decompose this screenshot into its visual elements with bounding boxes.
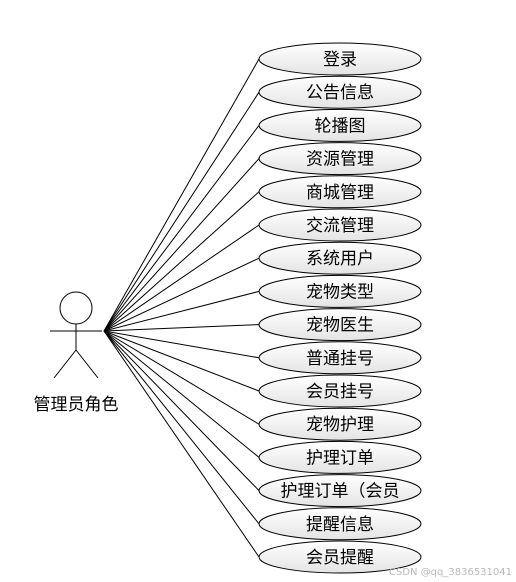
use-case-ellipse [258,407,422,441]
actor-left-leg [53,349,77,379]
use-case-ellipse [258,374,422,408]
association-line [103,330,260,425]
use-case: 资源管理 [258,142,422,176]
use-case: 宠物医生 [258,308,422,342]
use-case: 会员挂号 [258,374,422,408]
association-line [103,330,260,458]
use-case-label: 会员提醒 [306,548,374,568]
use-case-label: 登录 [323,50,357,70]
use-case: 轮播图 [258,108,422,142]
actor-figure: 管理员角色 [34,291,119,415]
use-case-ellipse [258,42,422,76]
use-case: 交流管理 [258,208,422,242]
association-line [103,330,260,525]
use-case-label: 交流管理 [306,216,374,236]
association-line [103,324,260,332]
use-case-ellipse [258,241,422,275]
association-line [103,330,260,491]
use-case-label: 资源管理 [306,150,374,170]
use-case: 宠物护理 [258,407,422,441]
use-case-label: 宠物医生 [306,316,374,336]
actor-right-leg [75,349,99,379]
use-case-label: 宠物类型 [306,282,374,302]
use-case-ellipse [258,75,422,109]
use-case-label: 护理订单 [306,448,374,468]
actor-label: 管理员角色 [34,395,119,415]
use-case: 商城管理 [258,175,422,209]
use-case: 宠物类型 [258,274,422,308]
use-case-label: 普通挂号 [306,349,374,369]
association-line [103,224,260,332]
actor-head [59,291,93,325]
association-line [103,330,260,392]
association-line [103,158,260,332]
watermark-text: CSDN @qq_3836531041 [388,567,512,578]
use-case-label: 轮播图 [315,116,366,136]
association-line [103,330,260,359]
use-case-label: 系统用户 [306,249,374,269]
association-line [103,91,260,332]
use-case-ellipse [258,175,422,209]
use-case-ellipse [258,440,422,474]
use-case-ellipse [258,308,422,342]
use-case: 提醒信息 [258,507,422,541]
use-case-ellipse [258,507,422,541]
use-case: 会员提醒 [258,540,422,574]
use-case: 护理订单 [258,440,422,474]
use-case-ellipse [258,474,422,508]
use-case-ellipse [258,274,422,308]
association-line [103,330,260,558]
use-case-ellipse [258,142,422,176]
use-case-ellipse [258,341,422,375]
association-lines [103,58,260,558]
use-case-ellipse [258,540,422,574]
association-line [103,125,260,332]
use-case-label: 商城管理 [306,183,374,203]
use-case-label: 公告信息 [306,83,374,103]
use-case-ellipse [258,208,422,242]
use-case-list: 登录公告信息轮播图资源管理商城管理交流管理系统用户宠物类型宠物医生普通挂号会员挂… [258,42,422,574]
use-case: 系统用户 [258,241,422,275]
use-case-ellipse [258,108,422,142]
association-line [103,58,260,332]
use-case-label: 护理订单（会员 [281,482,400,502]
use-case-label: 宠物护理 [306,415,374,435]
association-line [103,290,260,332]
association-line [103,191,260,332]
use-case-label: 提醒信息 [306,515,374,535]
use-case: 普通挂号 [258,341,422,375]
use-case: 登录 [258,42,422,76]
use-case-label: 会员挂号 [306,382,374,402]
use-case: 公告信息 [258,75,422,109]
association-line [103,257,260,332]
use-case: 护理订单（会员 [258,474,422,508]
